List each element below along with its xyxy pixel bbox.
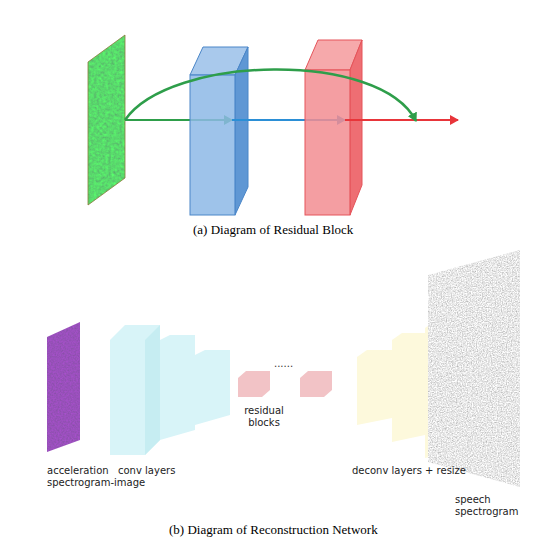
- ellipsis: ......: [274, 358, 293, 370]
- layer-label: deconv layers + resize: [352, 465, 482, 477]
- layer-label: residual blocks: [239, 405, 289, 429]
- residual-block-shape: [238, 371, 332, 397]
- input-feature-map: [85, 30, 130, 210]
- subfigure-caption: (a) Diagram of Residual Block: [193, 222, 353, 238]
- layer-label: conv layers: [118, 465, 175, 477]
- output-label: speech spectrogram: [455, 494, 527, 518]
- acceleration-spectrogram: [44, 318, 84, 458]
- subfigure-caption: (b) Diagram of Reconstruction Network: [169, 522, 378, 538]
- output-arrow: [345, 119, 458, 121]
- conv-layers-shape: [110, 325, 230, 455]
- conv-layer-red: [305, 40, 362, 215]
- skip-connection: [125, 69, 416, 121]
- speech-spectrogram: [425, 245, 525, 490]
